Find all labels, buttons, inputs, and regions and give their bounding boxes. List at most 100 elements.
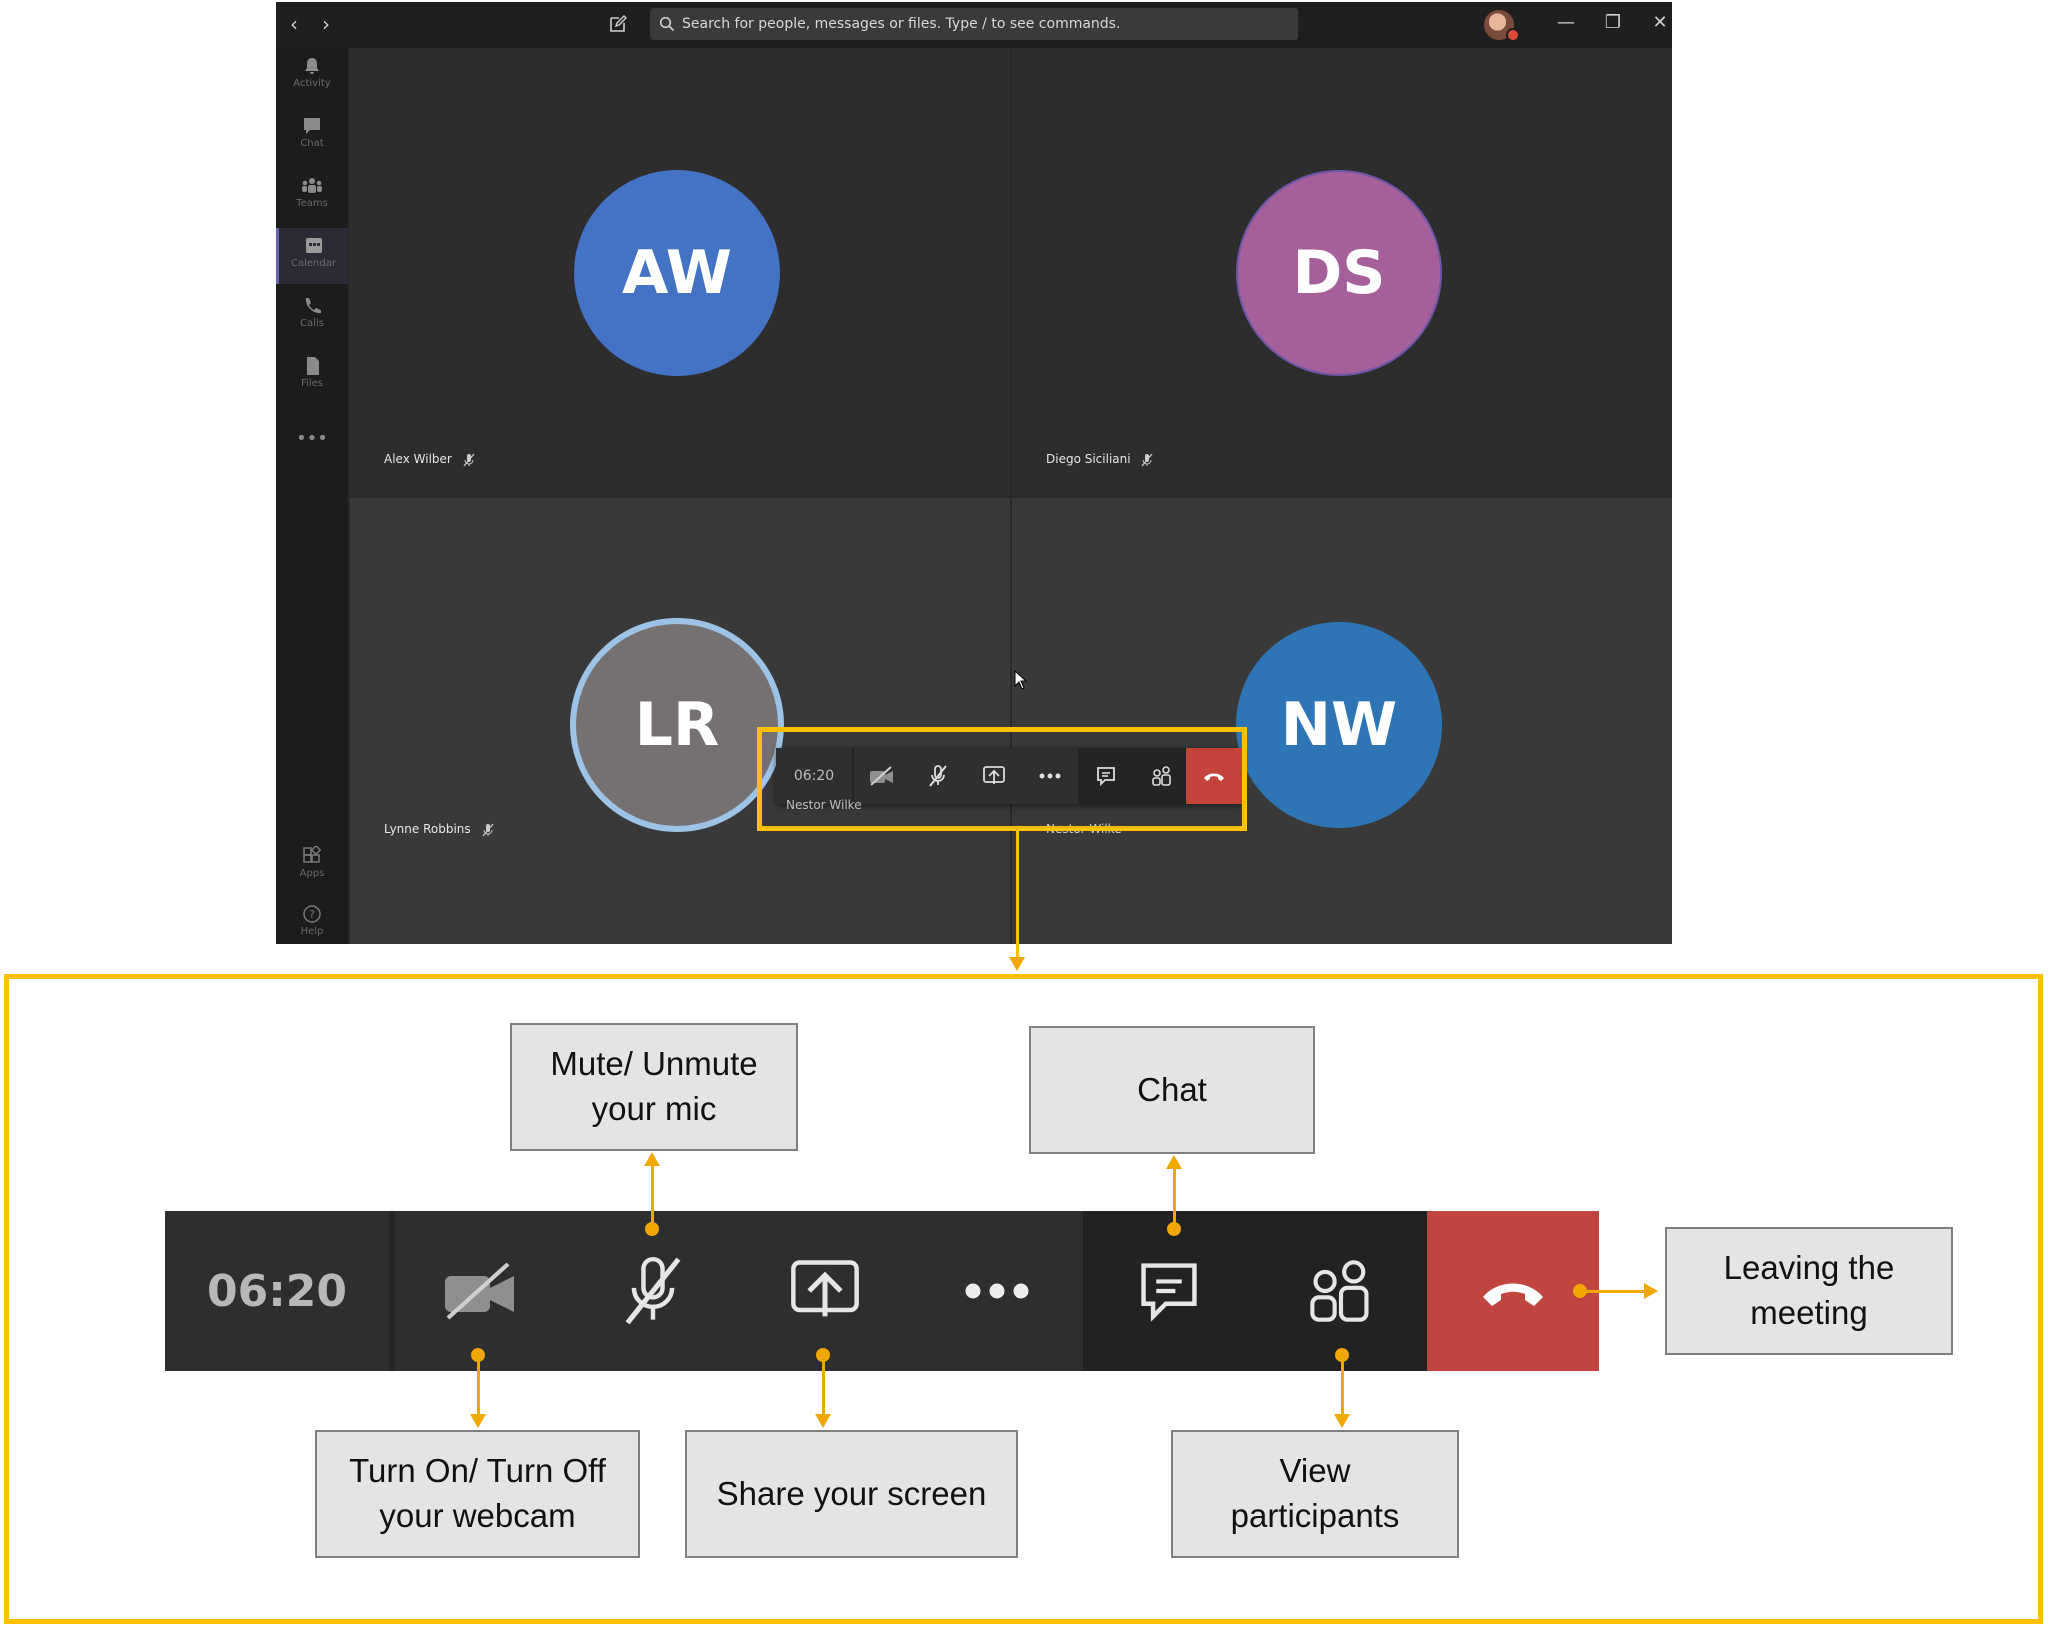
rail-calls[interactable]: Calls (276, 288, 348, 344)
calendar-icon (305, 238, 322, 253)
connector-arrow (1009, 957, 1025, 971)
close-button[interactable]: ✕ (1652, 12, 1668, 33)
rail-activity[interactable]: Activity (276, 48, 348, 104)
rail-teams[interactable]: Teams (276, 168, 348, 224)
participant-tile: DS Diego Siciliani (1012, 48, 1672, 496)
rail-chat[interactable]: Chat (276, 108, 348, 164)
rail-calendar[interactable]: Calendar (276, 228, 348, 284)
teams-icon (302, 178, 322, 193)
callout-arrow (815, 1414, 831, 1428)
participant-avatar: LR (570, 618, 784, 832)
callout-line (1341, 1355, 1344, 1415)
callout-line (477, 1355, 480, 1415)
share-screen-button[interactable] (739, 1211, 911, 1371)
bell-icon (305, 58, 319, 74)
more-icon (1039, 773, 1061, 779)
mic-off-icon (1141, 453, 1153, 466)
more-options-button[interactable] (911, 1211, 1083, 1371)
mic-off-icon (625, 1256, 681, 1325)
rail-label: Calls (300, 318, 324, 329)
rail-files[interactable]: Files (276, 348, 348, 404)
hang-up-button[interactable] (1186, 748, 1242, 804)
hang-up-icon (1204, 773, 1224, 781)
search-input[interactable] (682, 8, 1282, 40)
forward-button[interactable]: › (322, 12, 330, 36)
participant-tile: LR Lynne Robbins (350, 498, 1010, 944)
rail-label: Calendar (291, 258, 336, 269)
camera-toggle-button[interactable] (854, 748, 910, 804)
meeting-controls-mini: 06:20 (776, 748, 1242, 804)
camera-toggle-button[interactable] (395, 1211, 567, 1371)
callout-line (822, 1355, 825, 1415)
meeting-timer: 06:20 (776, 748, 854, 804)
participant-name-text: Diego Siciliani (1046, 452, 1131, 466)
participant-name-text: Alex Wilber (384, 452, 452, 466)
phone-icon (305, 298, 321, 314)
participants-icon (1310, 1260, 1369, 1322)
legend-panel (4, 974, 2043, 1624)
label-leave: Leaving the meeting (1665, 1227, 1953, 1355)
controls-highlight (757, 727, 1247, 831)
share-screen-button[interactable] (966, 748, 1022, 804)
title-bar: ‹ › — ❐ ✕ (276, 2, 1672, 48)
share-screen-icon (983, 766, 1005, 784)
participants-button[interactable] (1134, 748, 1190, 804)
rail-label: Chat (300, 138, 324, 149)
search-box[interactable] (650, 8, 1298, 40)
participant-avatar: NW (1236, 622, 1442, 828)
minimize-button[interactable]: — (1557, 12, 1575, 33)
callout-arrow (1166, 1155, 1182, 1169)
status-indicator (1506, 28, 1520, 42)
participant-name: Diego Siciliani (1046, 452, 1154, 467)
participant-name: Lynne Robbins (384, 822, 495, 837)
participant-tile: AW Alex Wilber (350, 48, 1010, 496)
participant-name: Alex Wilber (384, 452, 476, 467)
connector-line (1016, 829, 1019, 959)
teams-window: ‹ › — ❐ ✕ Activity Chat Teams (276, 2, 1672, 944)
label-chat: Chat (1029, 1026, 1315, 1154)
rail-help[interactable]: ? Help (276, 896, 348, 944)
label-share: Share your screen (685, 1430, 1018, 1558)
hang-up-button[interactable] (1427, 1211, 1599, 1371)
rail-label: Apps (299, 868, 325, 879)
back-button[interactable]: ‹ (290, 12, 298, 36)
chat-button[interactable] (1083, 1211, 1255, 1371)
compose-icon[interactable] (608, 14, 628, 34)
rail-label: Help (300, 926, 324, 937)
cursor-icon (1014, 670, 1028, 690)
participant-name-text: Nestor Wilke (786, 798, 862, 812)
app-rail: Activity Chat Teams Calendar Calls Files… (276, 48, 348, 944)
apps-icon (303, 846, 322, 863)
mic-off-icon (482, 823, 493, 836)
help-icon: ? (303, 905, 321, 923)
chat-button[interactable] (1078, 748, 1134, 804)
callout-arrow (1334, 1414, 1350, 1428)
camera-off-icon (445, 1262, 514, 1320)
mic-off-icon (929, 765, 947, 787)
file-icon (307, 357, 319, 375)
hang-up-icon (1483, 1283, 1543, 1306)
more-icon (965, 1283, 1029, 1299)
camera-off-icon (870, 766, 893, 786)
callout-line (1173, 1168, 1176, 1226)
rail-apps[interactable]: Apps (276, 838, 348, 894)
meeting-timer: 06:20 (165, 1211, 395, 1371)
restore-button[interactable]: ❐ (1604, 12, 1622, 33)
chat-icon (304, 118, 320, 134)
participant-name-text: Lynne Robbins (384, 822, 471, 836)
mic-toggle-button[interactable] (910, 748, 966, 804)
callout-line (651, 1165, 654, 1227)
participant-avatar: AW (574, 170, 780, 376)
share-screen-icon (791, 1260, 859, 1317)
participant-avatar: DS (1236, 170, 1442, 376)
chat-icon (1141, 1263, 1197, 1322)
callout-arrow (470, 1414, 486, 1428)
mic-toggle-button[interactable] (567, 1211, 739, 1371)
label-mute: Mute/ Unmute your mic (510, 1023, 798, 1151)
participants-button[interactable] (1255, 1211, 1427, 1371)
rail-label: Activity (293, 78, 331, 89)
more-apps-button[interactable]: ••• (296, 428, 328, 449)
svg-text:?: ? (309, 908, 315, 921)
rail-label: Files (301, 378, 323, 389)
more-options-button[interactable] (1022, 748, 1078, 804)
